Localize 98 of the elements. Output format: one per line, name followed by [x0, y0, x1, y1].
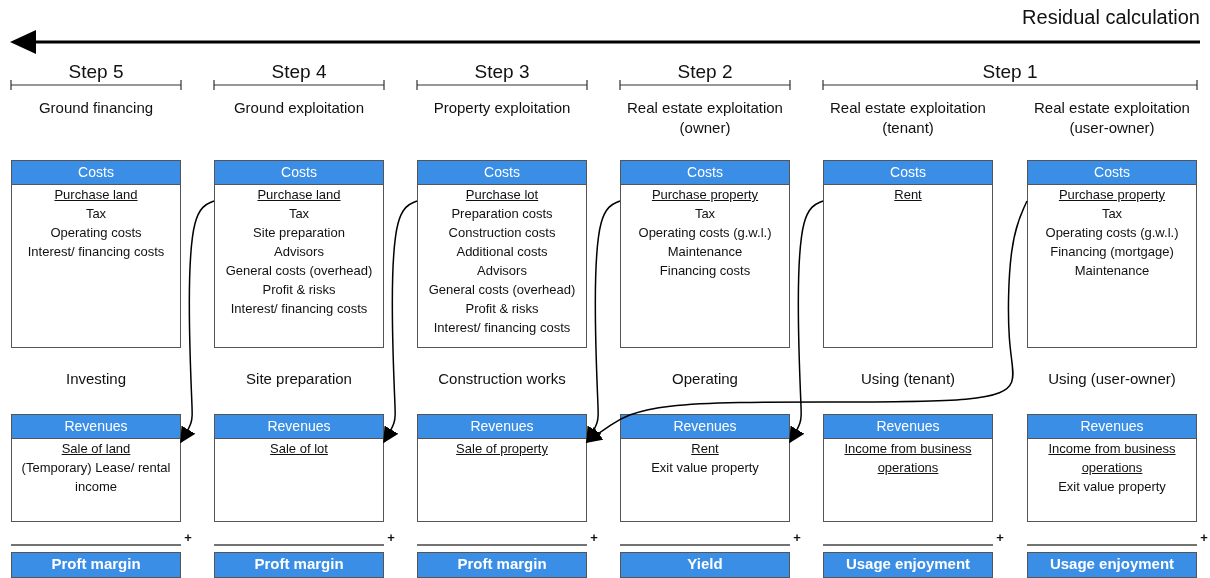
list-item: Purchase property: [650, 186, 760, 204]
costs-card: [214, 160, 384, 348]
card-header: Revenues: [12, 415, 180, 439]
step-label: Step 5: [67, 60, 125, 84]
step-label: Step 1: [981, 60, 1039, 84]
list-item: Financing costs: [658, 262, 752, 280]
costs-card: [1027, 160, 1197, 348]
result-bar: Proft margin: [417, 552, 587, 578]
revenues-card: [823, 414, 993, 522]
result-bar: Usage enjoyment: [1027, 552, 1197, 578]
arrow: [585, 200, 1028, 443]
card-header: Revenues: [1028, 415, 1196, 439]
list-item: Advisors: [476, 262, 528, 280]
phase-label: Investing: [64, 369, 127, 389]
list-item: Income from business operations: [1047, 440, 1177, 477]
list-item: General costs (overhead): [427, 281, 577, 299]
list-item: Construction costs: [447, 224, 557, 242]
list-item: Tax: [693, 205, 717, 223]
plus-sign: +: [792, 529, 802, 547]
list-item: Preparation costs: [450, 205, 554, 223]
column-title: Real estate exploitation (tenant): [829, 98, 987, 138]
diagram-heading: Residual calculation: [1021, 5, 1200, 30]
list-item: Tax: [1100, 205, 1124, 223]
list-item: Purchase property: [1057, 186, 1167, 204]
list-item: Financing (mortgage): [1049, 243, 1175, 261]
list-item: Purchase land: [256, 186, 342, 204]
step-label: Step 3: [473, 60, 531, 84]
list-item: (Temporary) Lease/ rental income: [20, 459, 172, 496]
list-item: General costs (overhead): [224, 262, 374, 280]
list-item: Operating costs: [49, 224, 143, 242]
column-title: Ground financing: [37, 98, 155, 118]
list-item: Exit value property: [650, 459, 760, 477]
result-bar: Usage enjoyment: [823, 552, 993, 578]
revenues-card: [620, 414, 790, 522]
revenues-card: [417, 414, 587, 522]
list-item: Interest/ financing costs: [26, 243, 166, 261]
list-item: Sale of property: [455, 440, 549, 458]
card-header: Costs: [1028, 161, 1196, 185]
result-bar: Proft margin: [214, 552, 384, 578]
column-title: Property exploitation: [432, 98, 572, 118]
costs-card: [823, 160, 993, 348]
phase-label: Construction works: [437, 369, 567, 389]
arrow: [383, 200, 418, 444]
arrow: [789, 200, 824, 444]
revenues-card: [11, 414, 181, 522]
list-item: Sale of land: [60, 440, 132, 458]
card-header: Costs: [418, 161, 586, 185]
costs-card: [620, 160, 790, 348]
list-item: Interest/ financing costs: [229, 300, 369, 318]
list-item: Additional costs: [455, 243, 549, 261]
result-bar: Yield: [620, 552, 790, 578]
revenues-card: [1027, 414, 1197, 522]
list-item: Interest/ financing costs: [432, 319, 572, 337]
revenues-card: [214, 414, 384, 522]
plus-sign: +: [183, 529, 193, 547]
phase-label: Operating: [671, 369, 739, 389]
column-title: Ground exploitation: [232, 98, 366, 118]
list-item: Advisors: [273, 243, 325, 261]
step-label: Step 4: [270, 60, 328, 84]
card-header: Costs: [215, 161, 383, 185]
list-item: Rent: [690, 440, 720, 458]
list-item: Purchase land: [53, 186, 139, 204]
list-item: Tax: [84, 205, 108, 223]
list-item: Sale of lot: [269, 440, 329, 458]
card-header: Costs: [621, 161, 789, 185]
card-header: Revenues: [824, 415, 992, 439]
plus-sign: +: [995, 529, 1005, 547]
column-title: Real estate exploitation (user-owner): [1033, 98, 1191, 138]
list-item: Tax: [287, 205, 311, 223]
list-item: Profit & risks: [261, 281, 337, 299]
plus-sign: +: [589, 529, 599, 547]
list-item: Rent: [893, 186, 923, 204]
card-header: Costs: [12, 161, 180, 185]
list-item: Operating costs (g.w.l.): [637, 224, 773, 242]
column-title: Real estate exploitation (owner): [626, 98, 784, 138]
phase-label: Using (user-owner): [1047, 369, 1177, 389]
arrow: [586, 200, 621, 444]
plus-sign: +: [386, 529, 396, 547]
card-header: Costs: [824, 161, 992, 185]
list-item: Operating costs (g.w.l.): [1044, 224, 1180, 242]
list-item: Site preparation: [252, 224, 346, 242]
plus-sign: +: [1199, 529, 1209, 547]
list-item: Purchase lot: [464, 186, 540, 204]
list-item: Income from business operations: [843, 440, 973, 477]
list-item: Maintenance: [666, 243, 744, 261]
step-label: Step 2: [676, 60, 734, 84]
card-header: Revenues: [621, 415, 789, 439]
costs-card: [11, 160, 181, 348]
phase-label: Using (tenant): [859, 369, 957, 389]
costs-card: [417, 160, 587, 348]
phase-label: Site preparation: [245, 369, 353, 389]
list-item: Exit value property: [1057, 478, 1167, 496]
card-header: Revenues: [418, 415, 586, 439]
card-header: Revenues: [215, 415, 383, 439]
list-item: Profit & risks: [464, 300, 540, 318]
arrow: [180, 200, 215, 444]
list-item: Maintenance: [1073, 262, 1151, 280]
result-bar: Proft margin: [11, 552, 181, 578]
